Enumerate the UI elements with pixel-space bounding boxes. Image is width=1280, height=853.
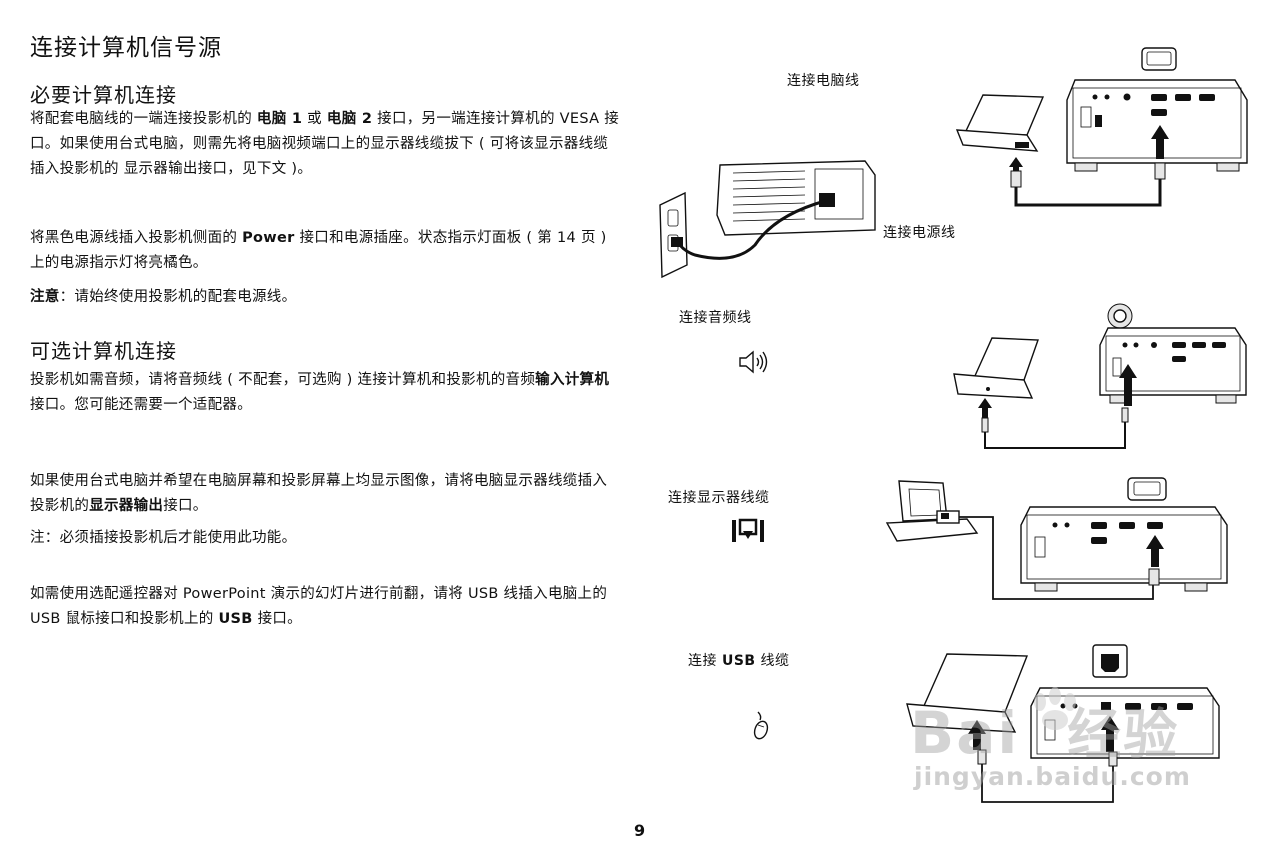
page-number: 9 — [634, 821, 646, 840]
text-run: ：请始终使用投影机的配套电源线。 — [59, 289, 297, 305]
caption-power-cable: 连接电源线 — [883, 225, 956, 241]
text-run: 将配套电脑线的一端连接投影机的 — [30, 111, 257, 127]
mouse-icon — [753, 711, 769, 740]
audio-cable-diagram — [953, 303, 1247, 449]
port-label-monitor-out: 显示器输出 — [89, 498, 164, 514]
projector-side — [716, 160, 876, 236]
caption-audio-cable: 连接音频线 — [679, 310, 752, 326]
page-title: 连接计算机信号源 — [30, 35, 222, 61]
paragraph-usb: 如需使用选配遥控器对 PowerPoint 演示的幻灯片进行前翻，请将 USB … — [30, 582, 620, 632]
port-label-usb: USB — [218, 611, 253, 627]
note-monitor-out: 注：必须插接投影机后才能使用此功能。 — [30, 530, 297, 546]
text-run: 投影机如需音频，请将音频线 ( 不配套，可选购 ) 连接计算机和投影机的音频 — [30, 372, 536, 388]
projector-rear — [1020, 506, 1228, 584]
text-run: USB — [721, 653, 756, 669]
paragraph-power-cable: 将黑色电源线插入投影机侧面的 Power 接口和电源插座。状态指示灯面板 ( 第… — [30, 226, 620, 276]
caption-computer-cable: 连接电脑线 — [787, 73, 860, 89]
paragraph-audio: 投影机如需音频，请将音频线 ( 不配套，可选购 ) 连接计算机和投影机的音频输入… — [30, 368, 620, 418]
monitor-cable-diagram — [885, 477, 1228, 600]
laptop — [921, 653, 1029, 713]
section-heading-required: 必要计算机连接 — [30, 83, 177, 107]
text-run: 接口。 — [252, 611, 302, 627]
text-run: 接口。您可能还需要一个适配器。 — [30, 397, 252, 413]
text-run: 如需使用选配遥控器对 PowerPoint 演示的幻灯片进行前翻，请将 USB … — [30, 586, 608, 627]
monitor-out-icon — [732, 518, 764, 542]
caption-usb-cable: 连接 USB 线缆 — [688, 650, 790, 670]
caption-monitor-cable: 连接显示器线缆 — [668, 490, 770, 506]
text-run: 或 — [302, 111, 327, 127]
text-run: 接口，另一端连接计算机的 VESA 接口。如果使用台式电脑，则需先将电脑视频端口… — [30, 111, 620, 177]
laptop — [963, 94, 1045, 136]
port-label-audio-in: 输入计算机 — [535, 372, 610, 388]
text-run: 如果使用台式电脑并希望在电脑屏幕和投影屏幕上均显示图像，请将电脑显示器线缆插入投… — [30, 473, 608, 514]
text-run: 接口和电源插座。状态指示灯面板 ( 第 14 页 ) 上的电源指示灯将亮橘色。 — [30, 230, 607, 271]
vga-port-icon — [1127, 477, 1167, 501]
power-cable-diagram — [659, 160, 876, 279]
text-run: 将黑色电源线插入投影机侧面的 — [30, 230, 243, 246]
note-power-cord: 注意：请始终使用投影机的配套电源线。 — [30, 285, 620, 310]
section-heading-optional: 可选计算机连接 — [30, 339, 177, 363]
port-label-computer-1: 电脑 1 — [256, 111, 303, 127]
projector-rear — [1030, 687, 1220, 759]
text-run: 连接 — [688, 653, 722, 669]
port-label-power: Power — [242, 230, 295, 246]
desktop-tower — [885, 518, 979, 542]
usb-cable-diagram — [906, 644, 1220, 803]
text-run: 接口。 — [163, 498, 208, 514]
port-label-computer-2: 电脑 2 — [326, 111, 373, 127]
note-label: 注意 — [30, 289, 60, 305]
computer-cable-diagram — [955, 47, 1248, 207]
text-run: 线缆 — [755, 653, 790, 669]
laptop — [972, 337, 1039, 381]
speaker-icon — [739, 350, 768, 374]
paragraph-computer-cable: 将配套电脑线的一端连接投影机的 电脑 1 或 电脑 2 接口，另一端连接计算机的… — [30, 107, 620, 182]
paragraph-monitor-out: 如果使用台式电脑并希望在电脑屏幕和投影屏幕上均显示图像，请将电脑显示器线缆插入投… — [30, 469, 620, 519]
vga-port-icon — [1141, 47, 1177, 71]
